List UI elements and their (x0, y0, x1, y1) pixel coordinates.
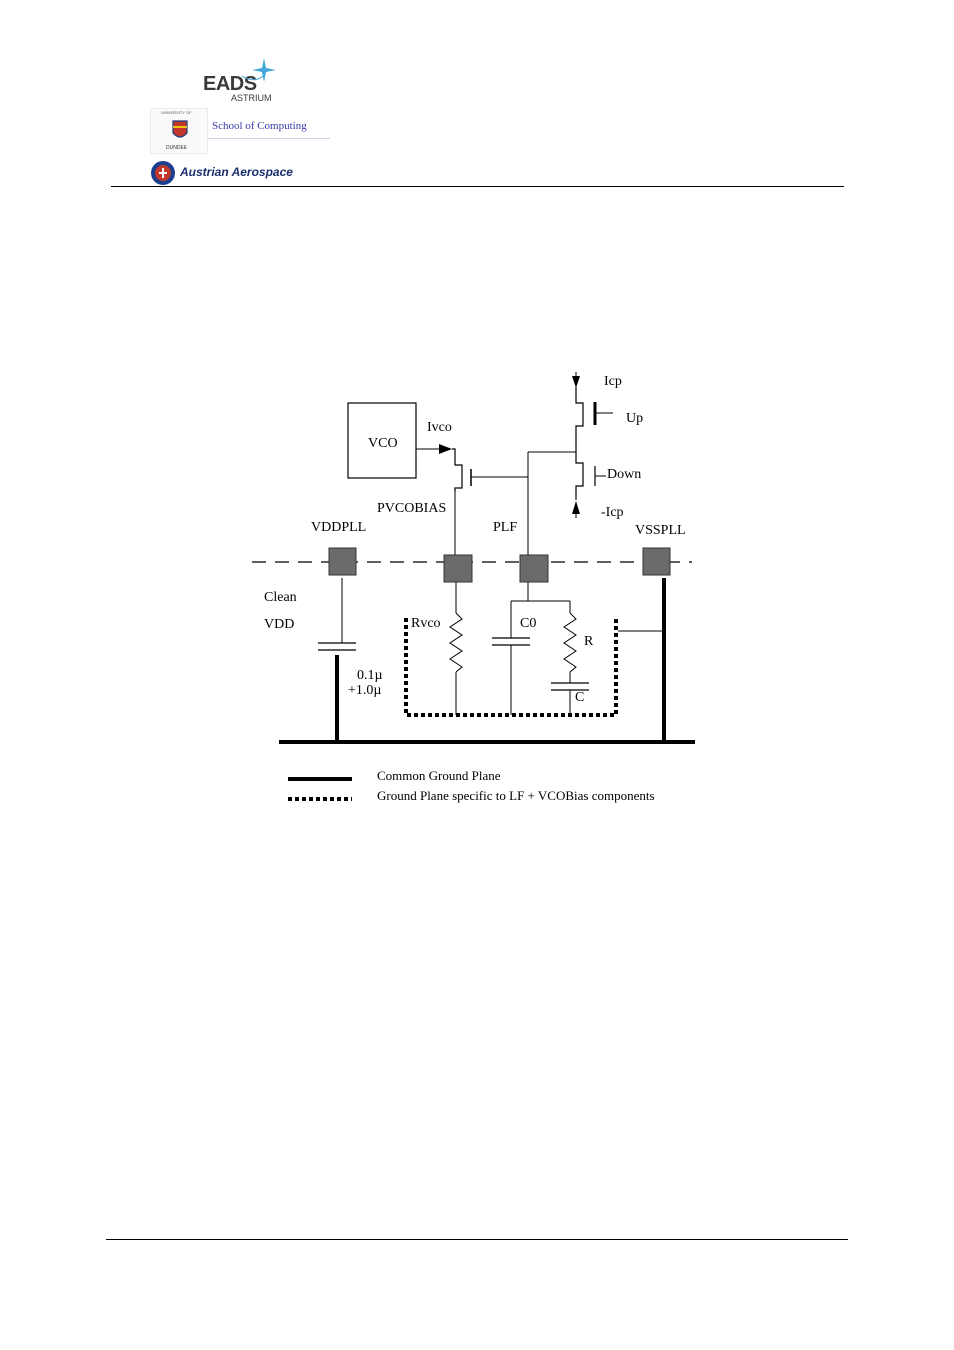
neg-icp-label: -Icp (601, 505, 624, 520)
legend-solid-label: Common Ground Plane (377, 768, 501, 783)
legend-dotted-label: Ground Plane specific to LF + VCOBias co… (377, 788, 655, 803)
vsspll-label: VSSPLL (635, 523, 686, 538)
down-transistor (576, 452, 583, 500)
vddpll-pad (329, 548, 356, 575)
clean-label: Clean (264, 590, 297, 605)
pvcobias-label: PVCOBIAS (377, 501, 446, 516)
rvco-label: Rvco (411, 616, 441, 631)
up-label: Up (626, 411, 643, 426)
r-label: R (584, 634, 594, 649)
pvcobias-pad (444, 555, 472, 582)
plf-pad (520, 555, 548, 582)
cap-value-label-2: +1.0µ (348, 683, 381, 698)
up-transistor (576, 388, 583, 452)
vco-label: VCO (368, 436, 398, 451)
cap-value-label-1: 0.1µ (357, 668, 383, 683)
down-label: Down (607, 467, 641, 482)
vsspll-pad (643, 548, 670, 575)
c0-label: C0 (520, 616, 536, 631)
vco-bias-transistor (452, 449, 462, 492)
ivco-label: Ivco (427, 420, 452, 435)
c-label: C (575, 690, 584, 705)
plf-label: PLF (493, 520, 517, 535)
ivco-arrowhead (439, 444, 452, 454)
neg-icp-arrowhead (572, 501, 580, 514)
r-resistor (564, 613, 576, 672)
vdd-label: VDD (264, 617, 294, 632)
footer-rule (106, 1239, 848, 1240)
rvco-resistor (450, 613, 462, 672)
icp-label: Icp (604, 374, 622, 389)
vddpll-label: VDDPLL (311, 520, 366, 535)
